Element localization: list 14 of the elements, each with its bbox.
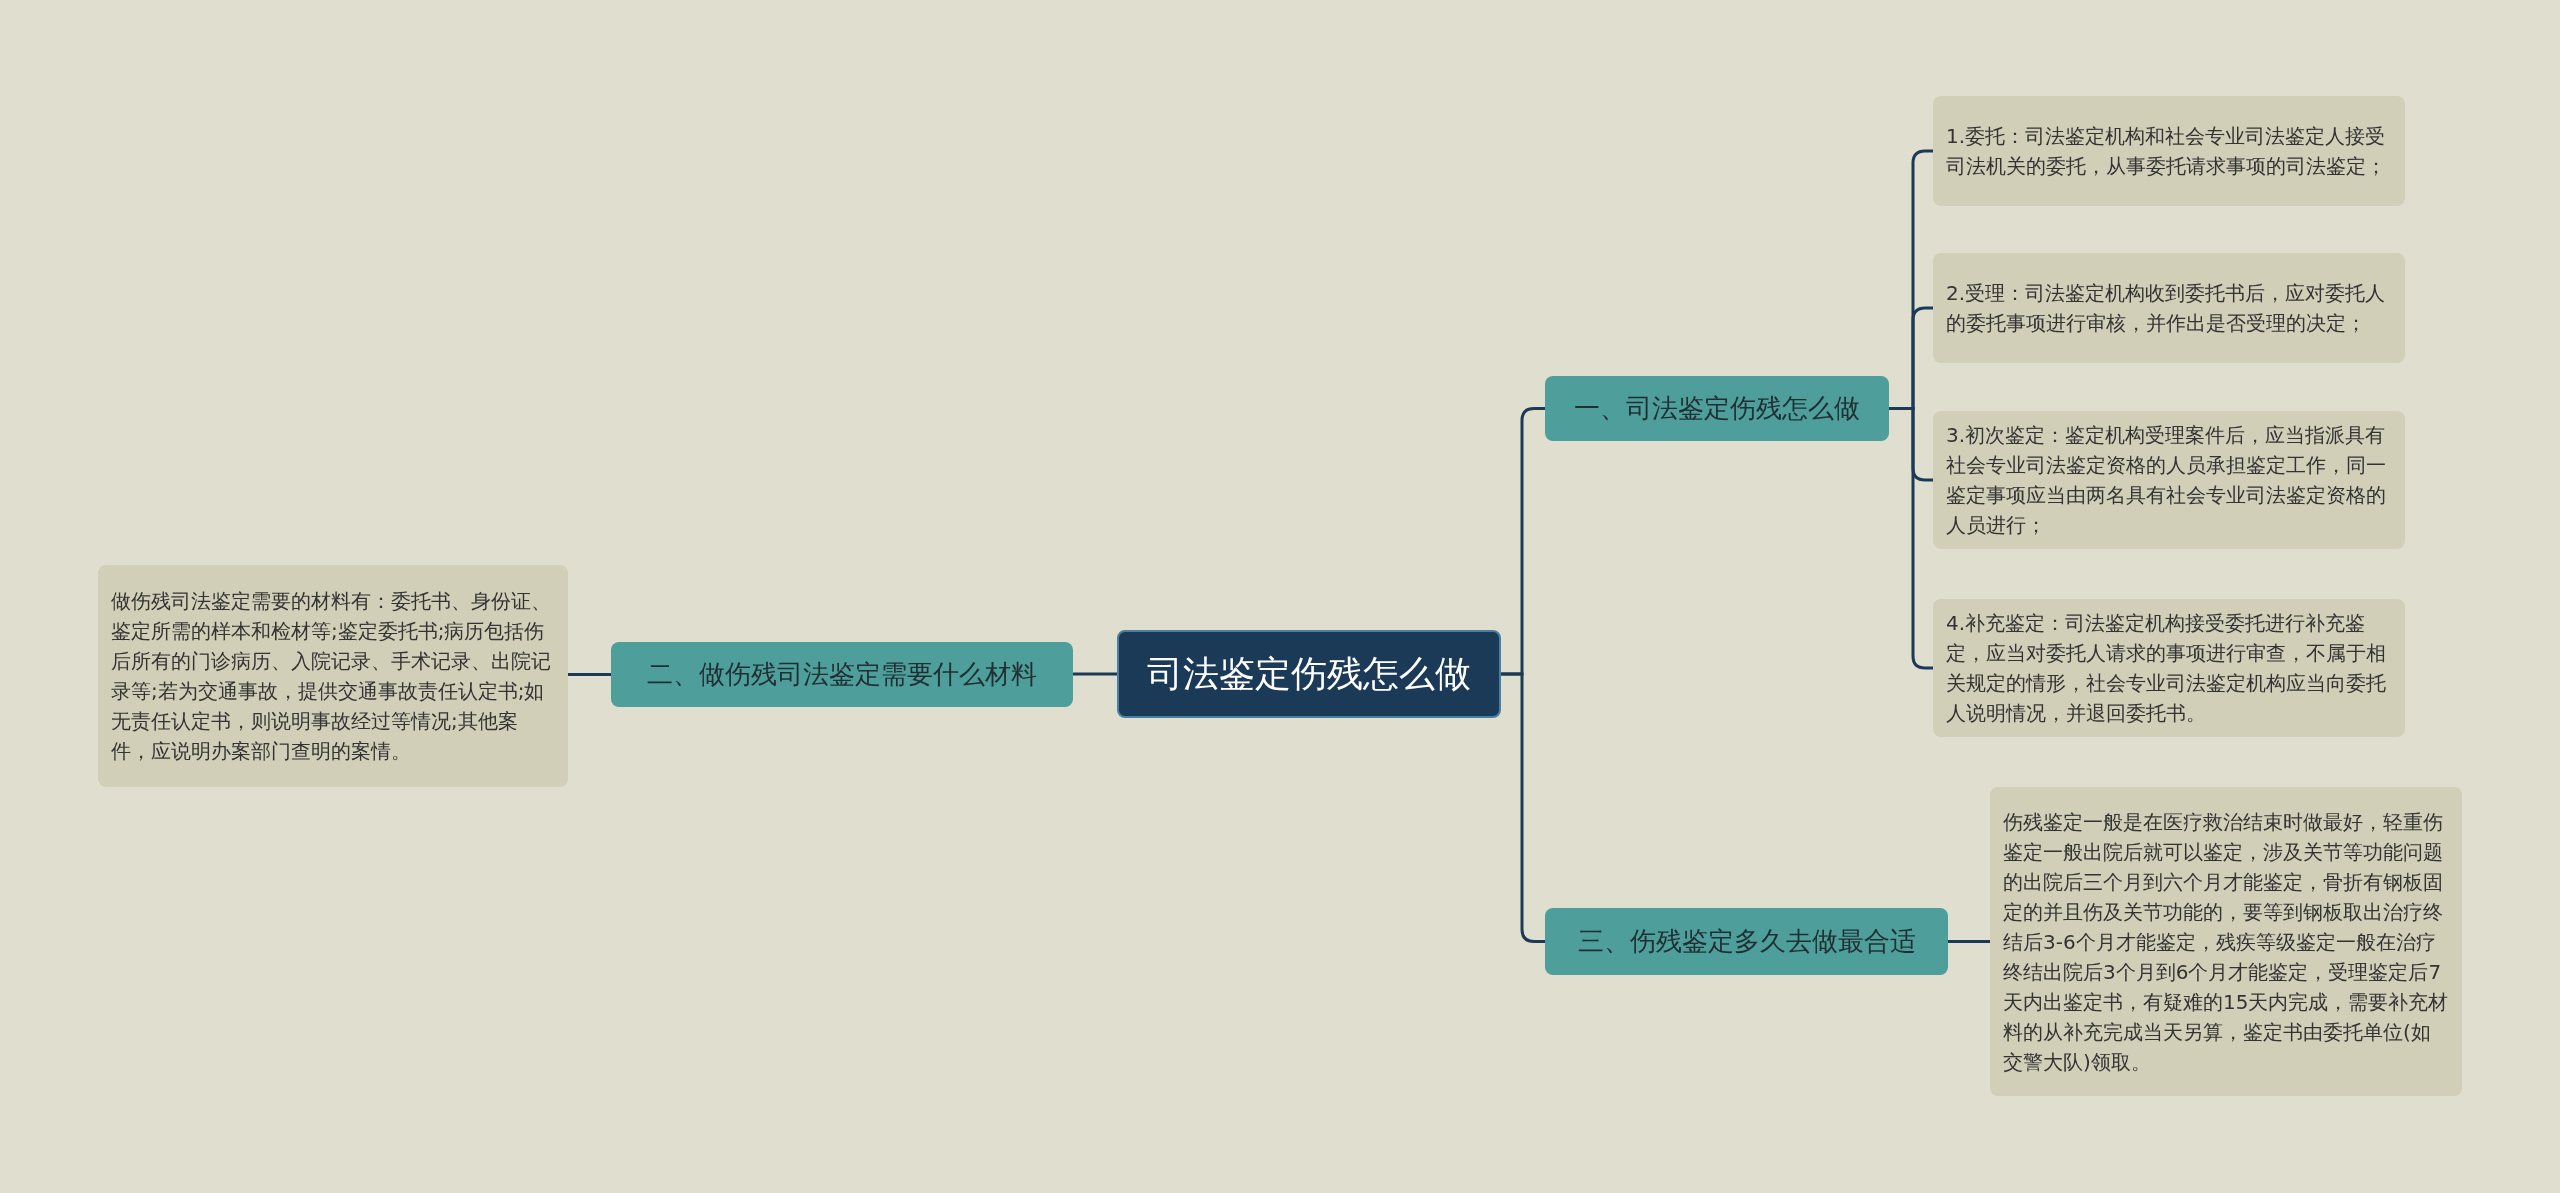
note-box: 1.委托：司法鉴定机构和社会专业司法鉴定人接受司法机关的委托，从事委托请求事项的司法鉴定； — [1933, 96, 2405, 206]
topic-box: 三、伤残鉴定多久去做最合适 — [1545, 908, 1948, 975]
connector-line — [1501, 672, 1545, 943]
note-box: 3.初次鉴定：鉴定机构受理案件后，应当指派具有社会专业司法鉴定资格的人员承担鉴定工作，同一鉴定事项应当由两名具有社会专业司法鉴定资格的人员进行； — [1933, 411, 2405, 549]
connector-line — [1948, 940, 1990, 943]
note-box: 伤残鉴定一般是在医疗救治结束时做最好，轻重伤鉴定一般出院后就可以鉴定，涉及关节等功能问题的出院后三个月到六个月才能鉴定，骨折有钢板固定的并且伤及关节功能的，要等到钢板取出治疗终结后3-6个月才能鉴定，残疾等级鉴定一般在治疗终结出院后3个月到6个月才能鉴定，受理鉴定后7天内出鉴定书，有疑难的15天内完成，需要补充材料的从补充完成当天另算，鉴定书由委托单位(如交警大队)领取。 — [1990, 787, 2462, 1096]
topic-box: 一、司法鉴定伤残怎么做 — [1545, 376, 1889, 441]
note-box: 做伤残司法鉴定需要的材料有：委托书、身份证、鉴定所需的样本和检材等;鉴定委托书;病历包括伤后所有的门诊病历、入院记录、手术记录、出院记录等;若为交通事故，提供交通事故责任认定书;如无责任认定书，则说明事故经过等情况;其他案件，应说明办案部门查明的案情。 — [98, 565, 568, 787]
topic-box: 二、做伤残司法鉴定需要什么材料 — [611, 642, 1073, 707]
connector-line — [1073, 672, 1117, 676]
connector-line — [568, 673, 611, 676]
central-topic-box: 司法鉴定伤残怎么做 — [1117, 630, 1501, 718]
note-box: 2.受理：司法鉴定机构收到委托书后，应对委托人的委托事项进行审核，并作出是否受理的决定； — [1933, 253, 2405, 363]
note-box: 4.补充鉴定：司法鉴定机构接受委托进行补充鉴定，应当对委托人请求的事项进行审查，不属于相关规定的情形，社会专业司法鉴定机构应当向委托人说明情况，并退回委托书。 — [1933, 599, 2405, 737]
